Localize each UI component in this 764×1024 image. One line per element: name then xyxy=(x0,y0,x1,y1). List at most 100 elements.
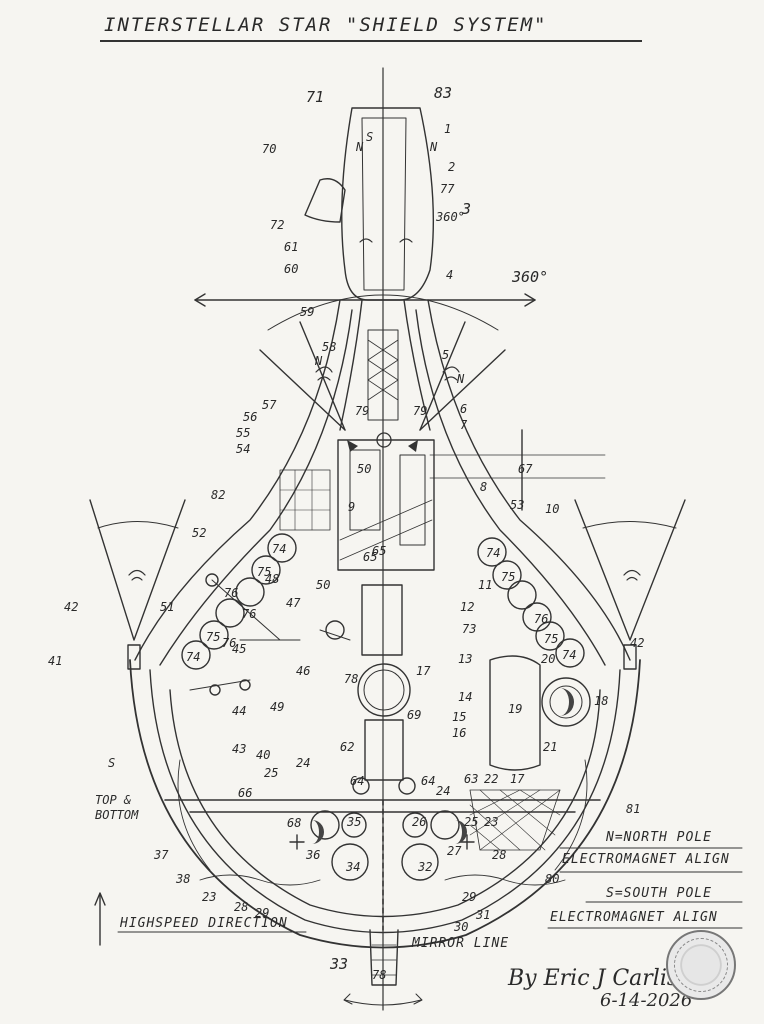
part-callout: 81 xyxy=(626,802,641,816)
part-callout: 76 xyxy=(534,612,549,626)
part-callout: 18 xyxy=(594,694,609,708)
part-callout: 75 xyxy=(257,565,272,579)
part-callout: 11 xyxy=(478,578,493,592)
part-callout: N xyxy=(457,372,465,386)
part-callout: 78 xyxy=(372,968,387,982)
part-callout: 8 xyxy=(480,480,488,494)
part-callout: 14 xyxy=(458,690,473,704)
part-callout: 43 xyxy=(232,742,247,756)
part-callout: 64 xyxy=(421,774,436,788)
part-callout: 67 xyxy=(518,462,533,476)
inner-hull xyxy=(149,669,621,934)
right-beam-cone xyxy=(574,499,686,641)
part-callout: 50 xyxy=(357,462,372,476)
part-callout: 15 xyxy=(452,710,467,724)
part-callout: 49 xyxy=(270,700,285,714)
part-callout: 83 xyxy=(434,84,453,102)
part-callout: S xyxy=(366,130,374,144)
part-callout: 44 xyxy=(232,704,247,718)
reactor-sphere xyxy=(357,663,411,717)
part-callout: 29 xyxy=(255,906,270,920)
part-callout: 25 xyxy=(464,815,479,829)
part-callout: 5 xyxy=(442,348,450,362)
turret xyxy=(361,584,403,656)
diagram-title: INTERSTELLAR STAR "SHIELD SYSTEM" xyxy=(104,14,548,36)
part-callout: 38 xyxy=(176,872,191,886)
part-callout: TOP & xyxy=(95,793,132,807)
part-callout: 36 xyxy=(306,848,321,862)
part-callout: 56 xyxy=(243,410,258,424)
part-callout: 23 xyxy=(202,890,217,904)
part-callout: 70 xyxy=(262,142,277,156)
part-callout: 23 xyxy=(484,815,499,829)
core-block xyxy=(337,439,435,571)
part-callout: 42 xyxy=(64,600,79,614)
part-callout: 37 xyxy=(154,848,169,862)
part-callout: 77 xyxy=(440,182,455,196)
part-callout: 74 xyxy=(186,650,201,664)
part-callout: 16 xyxy=(452,726,467,740)
part-callout: 73 xyxy=(462,622,477,636)
part-callout: 6 xyxy=(460,402,468,416)
part-callout: BOTTOM xyxy=(95,808,139,822)
part-callout: 41 xyxy=(48,654,63,668)
part-callout: 62 xyxy=(340,740,355,754)
part-callout: 75 xyxy=(501,570,516,584)
part-callout: 21 xyxy=(543,740,558,754)
part-callout: 71 xyxy=(306,88,325,106)
part-callout: 1 xyxy=(444,122,452,136)
part-callout: 45 xyxy=(232,642,247,656)
part-callout: 32 xyxy=(418,860,433,874)
part-callout: 60 xyxy=(284,262,299,276)
part-callout: 26 xyxy=(412,815,427,829)
part-callout: 52 xyxy=(192,526,207,540)
part-callout: 61 xyxy=(284,240,299,254)
part-callout: N xyxy=(315,354,323,368)
part-callout: 65 xyxy=(363,550,378,564)
outer-hull xyxy=(129,659,641,949)
legend-south-sub: ELECTROMAGNET ALIGN xyxy=(550,910,718,925)
part-callout: 2 xyxy=(448,160,456,174)
title-underline xyxy=(100,40,642,42)
part-callout: 82 xyxy=(211,488,226,502)
part-callout: 54 xyxy=(236,442,251,456)
left-beam-cone xyxy=(89,499,186,641)
part-callout: 33 xyxy=(330,955,349,973)
signature-name: By Eric J Carlis xyxy=(508,966,679,991)
part-callout: 74 xyxy=(272,542,287,556)
part-callout: 75 xyxy=(544,632,559,646)
part-callout: 10 xyxy=(545,502,560,516)
part-callout: 79 xyxy=(355,404,370,418)
direction-label: HIGHSPEED DIRECTION xyxy=(120,916,288,931)
keel xyxy=(369,929,399,986)
part-callout: 20 xyxy=(541,652,556,666)
part-callout: 69 xyxy=(407,708,422,722)
part-callout: 55 xyxy=(236,426,251,440)
part-callout: 31 xyxy=(476,908,491,922)
part-callout: 35 xyxy=(347,815,362,829)
part-callout: 27 xyxy=(447,844,462,858)
fin xyxy=(304,178,346,223)
right-pod xyxy=(489,655,541,771)
part-callout: 46 xyxy=(296,664,311,678)
part-callout: 51 xyxy=(160,600,175,614)
part-callout: 72 xyxy=(270,218,285,232)
part-callout: 25 xyxy=(264,766,279,780)
notary-seal xyxy=(666,930,736,1000)
part-callout: 76 xyxy=(242,607,257,621)
part-callout: 74 xyxy=(486,546,501,560)
part-callout: 28 xyxy=(492,848,507,862)
part-callout: 12 xyxy=(460,600,475,614)
part-callout: 53 xyxy=(510,498,525,512)
part-callout: 80 xyxy=(545,872,560,886)
part-callout: 75 xyxy=(206,630,221,644)
part-callout: 76 xyxy=(224,586,239,600)
right-shoulder xyxy=(427,299,631,661)
part-callout: 9 xyxy=(348,500,356,514)
part-callout: 59 xyxy=(300,305,315,319)
upper-probe xyxy=(341,107,435,301)
part-callout: 65 xyxy=(372,544,387,558)
signature-date: 6-14-2026 xyxy=(600,990,693,1011)
part-callout: 24 xyxy=(436,784,451,798)
